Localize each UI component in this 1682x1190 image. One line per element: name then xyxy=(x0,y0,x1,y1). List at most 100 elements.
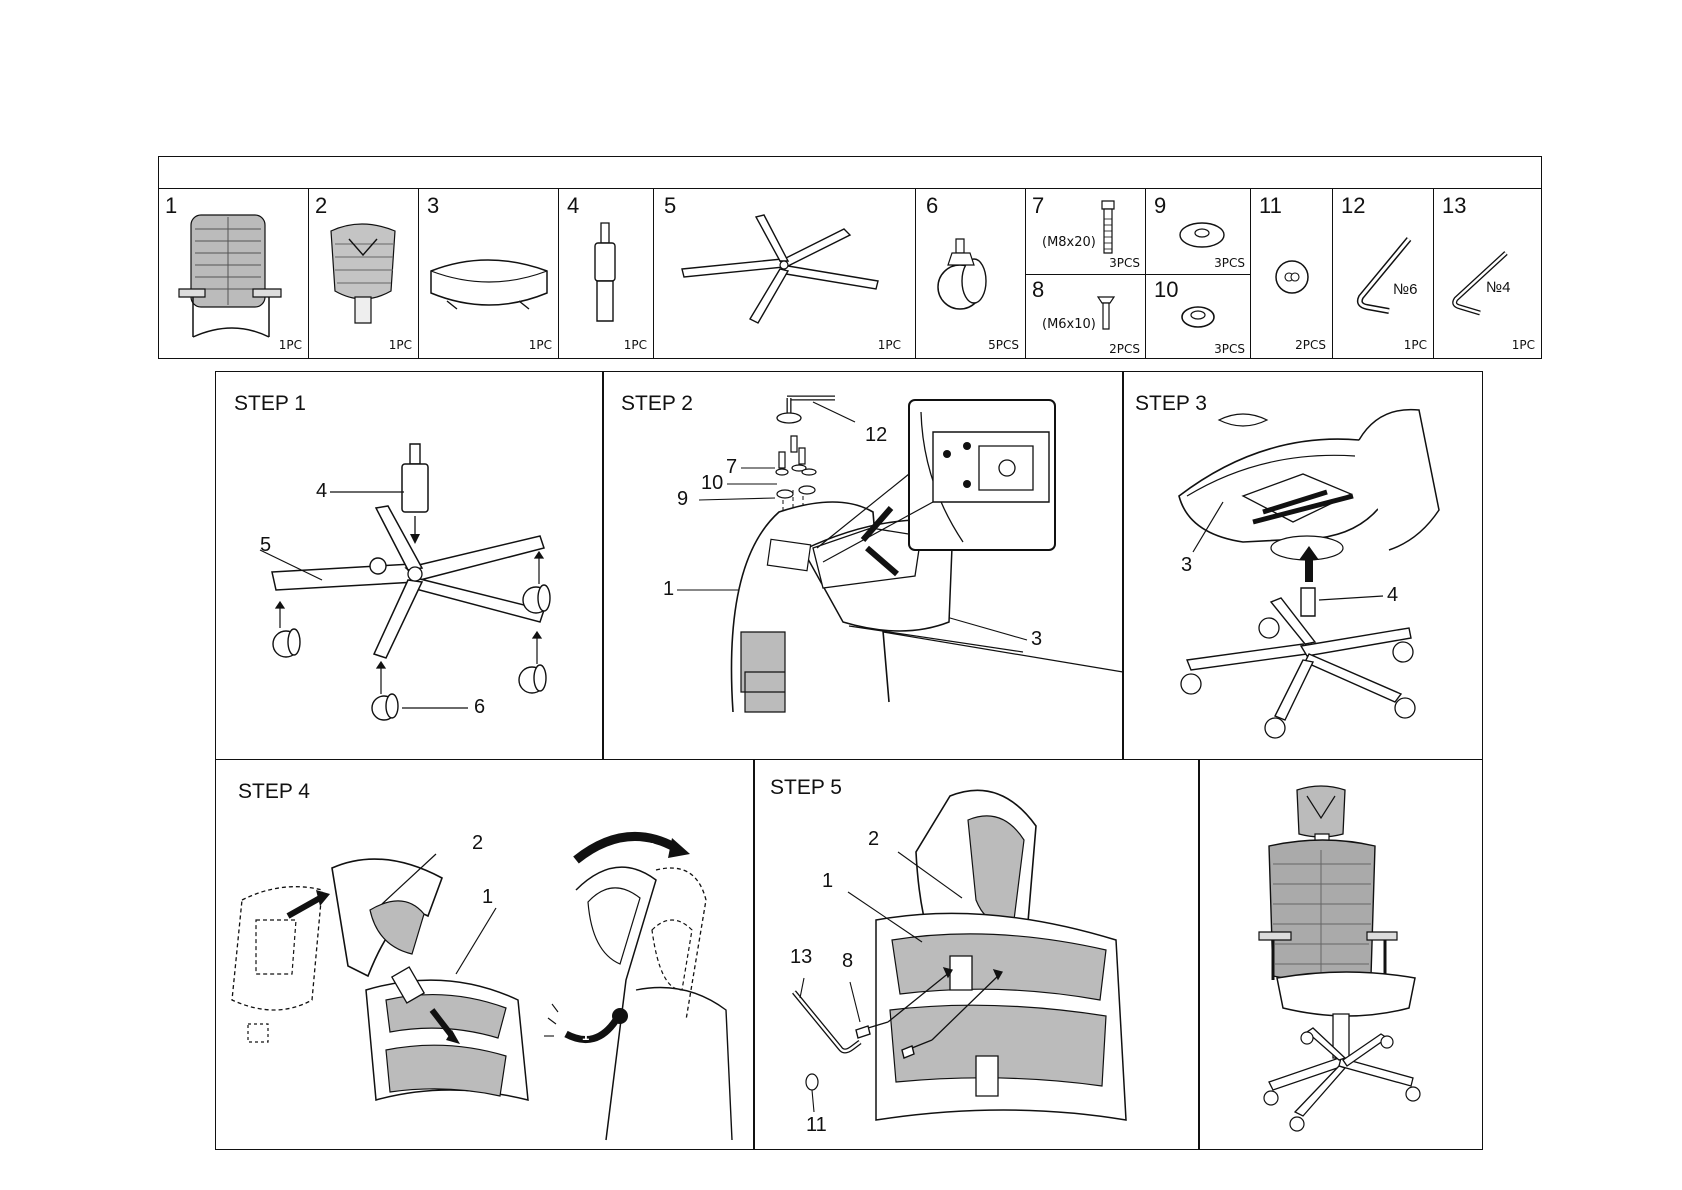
backrest-with-armrests-icon xyxy=(159,189,309,360)
assembled-chair-illustration xyxy=(1199,760,1482,1149)
callout-10: 10 xyxy=(701,472,724,494)
flat-washer-icon xyxy=(1146,189,1251,275)
finished-chair-panel xyxy=(1199,760,1482,1149)
part-cell-8: 8 (M6x10) 2PCS xyxy=(1026,275,1146,360)
callout-1: 1 xyxy=(822,870,834,892)
divider xyxy=(753,759,755,1150)
step-3-cylinder-to-seat-illustration xyxy=(1123,372,1482,759)
part-quantity: 1PC xyxy=(388,338,412,352)
part-number: 1 xyxy=(165,193,178,218)
part-cell-7: 7 (M8x20) 3PCS xyxy=(1026,189,1146,275)
part-cell-13: 13 №4 1PC xyxy=(1434,189,1541,358)
part-number: 5 xyxy=(664,193,677,218)
part-quantity: 5PCS xyxy=(988,338,1019,352)
divider xyxy=(1198,759,1200,1150)
step-title: STEP 2 xyxy=(621,392,693,415)
callout-8: 8 xyxy=(842,950,854,972)
divider xyxy=(1122,371,1124,760)
part-number: 3 xyxy=(427,193,440,218)
part-cell-1: 1 1PC xyxy=(159,189,309,358)
part-number: 7 xyxy=(1032,193,1045,218)
screw-m6x10-icon xyxy=(1026,275,1146,360)
step-2-seat-mechanism-illustration xyxy=(603,372,1122,759)
part-spec: (M8x20) xyxy=(1042,235,1096,250)
callout-12: 12 xyxy=(865,424,888,446)
callout-13: 13 xyxy=(790,946,813,968)
part-quantity: 1PC xyxy=(528,338,552,352)
hex-key-size-label: №4 xyxy=(1486,279,1511,296)
part-number: 8 xyxy=(1032,277,1045,302)
seat-cushion-icon xyxy=(419,189,559,360)
part-number: 11 xyxy=(1259,193,1282,218)
part-quantity: 1PC xyxy=(623,338,647,352)
part-quantity: 1PC xyxy=(1511,338,1535,352)
step-5-panel: STEP 5 2 1 13 8 11 xyxy=(754,760,1198,1149)
hex-key-no6-icon xyxy=(1333,189,1434,360)
part-cell-3: 3 1PC xyxy=(419,189,559,358)
step-1-base-assembly-illustration xyxy=(216,372,602,759)
parts-table-header xyxy=(158,156,1542,189)
part-cell-4: 4 1PC xyxy=(559,189,654,358)
callout-2: 2 xyxy=(868,828,880,850)
hex-key-size-label: №6 xyxy=(1393,281,1418,298)
step-title: STEP 5 xyxy=(770,776,842,799)
callout-1: 1 xyxy=(663,578,675,600)
part-number: 9 xyxy=(1154,193,1167,218)
step-5-headrest-screw-illustration xyxy=(754,760,1198,1149)
part-cell-7-8: 7 (M8x20) 3PCS 8 (M6x10) 2PCS xyxy=(1026,189,1146,358)
callout-9: 9 xyxy=(677,488,689,510)
part-cell-12: 12 №6 1PC xyxy=(1333,189,1434,358)
step-4-panel: STEP 4 2 1 2 1 xyxy=(216,760,753,1149)
divider xyxy=(602,371,604,760)
part-quantity: 1PC xyxy=(877,338,901,352)
gas-lift-cylinder-icon xyxy=(559,189,654,360)
steps-frame-bottom xyxy=(215,759,1483,1150)
callout-6: 6 xyxy=(474,696,486,718)
callout-11: 11 xyxy=(806,1114,827,1136)
part-quantity: 2PCS xyxy=(1295,338,1326,352)
part-number: 4 xyxy=(567,193,580,218)
spring-washer-icon xyxy=(1146,275,1251,360)
part-number: 12 xyxy=(1341,193,1366,218)
callout-7: 7 xyxy=(726,456,738,478)
part-quantity: 1PC xyxy=(1403,338,1427,352)
part-quantity: 2PCS xyxy=(1109,342,1140,356)
step-title: STEP 4 xyxy=(238,780,310,803)
five-star-base-icon xyxy=(654,189,916,360)
callout-4: 4 xyxy=(316,480,328,502)
bolt-m8x20-icon xyxy=(1026,189,1146,275)
callout-4: 4 xyxy=(1387,584,1399,606)
part-cell-9-10: 9 3PCS 10 3PCS xyxy=(1146,189,1251,358)
parts-table: 1 1PC 2 1PC 3 1P xyxy=(158,188,1542,359)
part-number: 10 xyxy=(1154,277,1179,302)
step-1-panel: STEP 1 xyxy=(216,372,602,759)
callout-1: 1 xyxy=(482,886,494,908)
part-cell-11: 11 2PCS xyxy=(1251,189,1333,358)
part-quantity: 3PCS xyxy=(1214,256,1245,270)
part-cell-2: 2 1PC xyxy=(309,189,419,358)
step-3-panel: STEP 3 3 4 xyxy=(1123,372,1482,759)
step-4-headrest-attach-illustration xyxy=(216,760,753,1149)
part-number: 13 xyxy=(1442,193,1467,218)
callout-5: 5 xyxy=(260,534,272,556)
step-2-panel: STEP 2 xyxy=(603,372,1122,759)
part-quantity: 3PCS xyxy=(1109,256,1140,270)
arrow-mark-1: 1 xyxy=(582,1028,590,1043)
part-cell-9: 9 3PCS xyxy=(1146,189,1251,275)
part-cell-6: 6 5PCS xyxy=(916,189,1026,358)
part-cell-5: 5 1PC xyxy=(654,189,916,358)
hex-key-no4-icon xyxy=(1434,189,1541,360)
part-number: 2 xyxy=(315,193,328,218)
callout-3: 3 xyxy=(1181,554,1193,576)
part-number: 6 xyxy=(926,193,939,218)
callout-3: 3 xyxy=(1031,628,1043,650)
headrest-icon xyxy=(309,189,419,360)
step-title: STEP 3 xyxy=(1135,392,1207,415)
arrow-mark-2: 2 xyxy=(648,840,656,855)
cap-icon xyxy=(1251,189,1333,360)
part-quantity: 3PCS xyxy=(1214,342,1245,356)
part-spec: (M6x10) xyxy=(1042,317,1096,332)
caster-wheel-icon xyxy=(916,189,1026,360)
step-title: STEP 1 xyxy=(234,392,306,415)
callout-2: 2 xyxy=(472,832,484,854)
